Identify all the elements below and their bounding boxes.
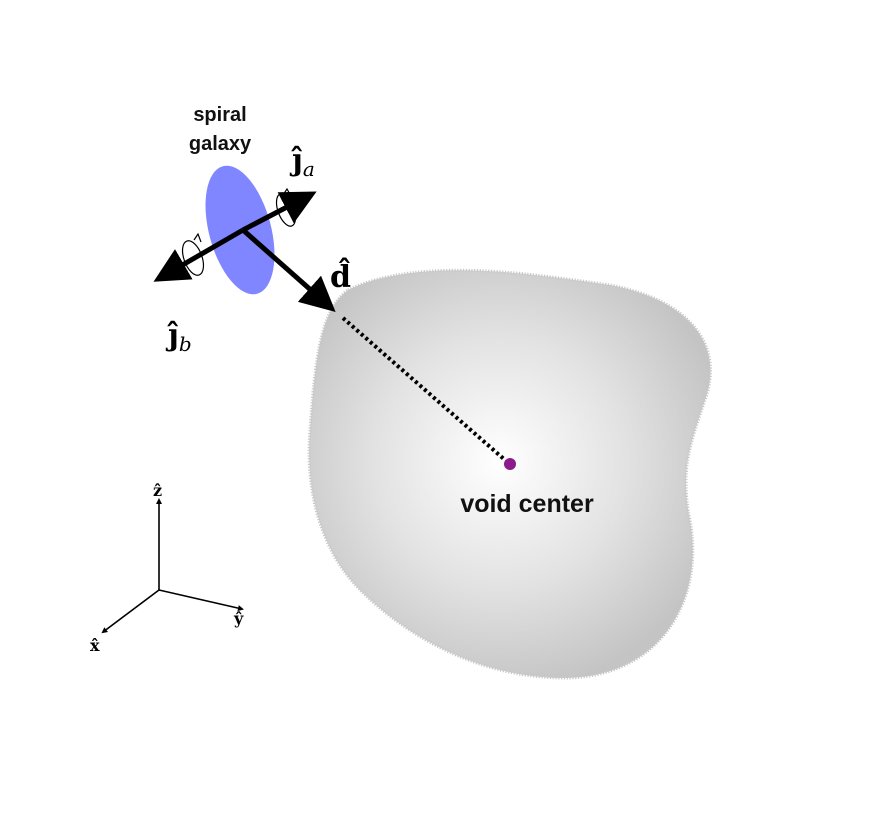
- jb-label-base: ĵ: [165, 318, 179, 353]
- jb-label: ĵb: [165, 318, 192, 356]
- axis-y-label: ŷ: [233, 609, 244, 628]
- void-region: [307, 268, 712, 680]
- void-center-dot: [504, 458, 516, 470]
- rotation-icon-jb: [181, 232, 205, 276]
- ja-label-sub: a: [303, 157, 315, 181]
- galaxy-label-line2: galaxy: [189, 133, 252, 155]
- galaxy-label-line1: spiral: [193, 104, 246, 126]
- axis-y: [158, 589, 244, 612]
- coordinate-axes: [101, 498, 244, 634]
- d-hat-label: d̂: [330, 258, 351, 295]
- jb-label-sub: b: [179, 332, 192, 356]
- axis-x: [101, 589, 160, 634]
- ja-label-base: ĵ: [289, 143, 303, 178]
- axis-x-label: x̂: [90, 636, 100, 655]
- spin-axis-ja-arrow: [241, 191, 317, 233]
- ja-label: ĵa: [289, 143, 315, 181]
- axis-z-label: ẑ: [153, 481, 162, 500]
- rotation-icon-ja: [275, 187, 297, 227]
- void-center-label: void center: [460, 490, 594, 518]
- direction-d-arrow: [241, 228, 336, 312]
